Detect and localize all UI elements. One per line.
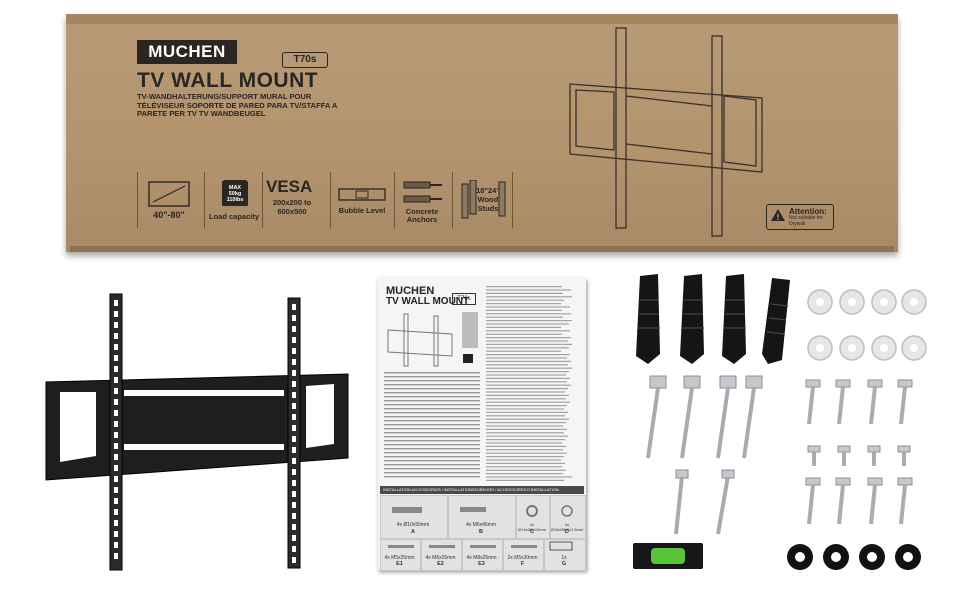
tv-size-icon — [148, 181, 190, 207]
feature-divider — [512, 172, 513, 228]
manual-model-tag: T70s — [452, 293, 476, 305]
box-subtitle: TV-WANDHALTERUNG/SUPPORT MURAL POUR TÉLÉ… — [137, 92, 338, 118]
manual-item-qty: 4x M6x45mm — [465, 522, 496, 528]
feature-divider — [330, 172, 331, 228]
manual-item-qty: 4x M5x25mm — [384, 555, 415, 561]
feature-divider — [262, 172, 263, 228]
manual-item-qty: 4x M8x25mm — [466, 555, 497, 561]
feature-divider — [394, 172, 395, 228]
bubble-level-label: Bubble Level — [338, 206, 386, 215]
manual-item-qty: 4x Ø14xØ6x10mm — [517, 522, 546, 532]
manual-item-key: F — [520, 561, 525, 567]
feature-divider — [452, 172, 453, 228]
washers — [807, 289, 927, 361]
manual-mount-diagram — [387, 313, 453, 367]
warning-icon: ! — [771, 209, 785, 222]
manual-item-cell — [380, 495, 448, 539]
manual-part-icons — [388, 505, 573, 551]
manual-item-cell — [544, 539, 586, 571]
manual-item-cell — [503, 539, 544, 571]
manual-item-qty: 1x — [561, 555, 567, 561]
box-brand-logo: MUCHEN — [137, 40, 237, 64]
wood-stud-icon — [498, 181, 506, 217]
manual-item-key: G — [561, 561, 567, 567]
long-bolts — [674, 469, 735, 535]
box-model-tag: T70s — [282, 52, 328, 68]
manual-accessories-header: INSTALLATION ACCESSORIES / INSTALLATIONS… — [383, 487, 559, 492]
manual-item-qty: 4x M6x25mm — [425, 555, 456, 561]
manual-item-cell — [380, 539, 421, 571]
manual-weight-icon — [463, 354, 473, 363]
screen-size-label: 40"-80" — [153, 210, 185, 220]
bubble-level-icon — [338, 188, 386, 201]
manual-title: TV WALL MOUNT — [386, 296, 470, 307]
attention-box — [766, 204, 834, 230]
bubble-level — [633, 543, 703, 569]
manual-item-key: E3 — [478, 561, 485, 567]
manual-item-cell — [462, 539, 503, 571]
manual-item-key: C — [530, 529, 534, 535]
box-top-edge — [66, 14, 898, 24]
wood-studs-label: 18"24" Wood Studs — [476, 186, 500, 213]
manual-item-cell — [550, 495, 586, 539]
manual-accessories-band: INSTALLATION ACCESSORIES / INSTALLATIONS… — [380, 486, 584, 494]
manual-item-cell — [448, 495, 516, 539]
box-mount-outline-icon — [569, 27, 763, 237]
wood-stud-icon — [461, 180, 477, 219]
attention-text: Not suitable for Drywall — [789, 215, 823, 227]
manual-item-key: D — [565, 529, 569, 535]
black-spacers — [787, 544, 921, 570]
manual-item-cell — [516, 495, 550, 539]
concrete-anchors — [636, 274, 790, 364]
bubble-level-vial — [651, 548, 685, 564]
manual-item-cell — [421, 539, 462, 571]
tv-mount-bracket — [45, 293, 349, 571]
svg-text:!: ! — [776, 213, 780, 222]
lag-bolts — [646, 375, 763, 459]
manual-size-table — [462, 312, 478, 348]
manual-item-qty: 4x Ø10x50mm — [396, 522, 430, 528]
box-title: TV WALL MOUNT — [137, 69, 319, 92]
manual-item-key: B — [479, 529, 483, 535]
manual-text-columns — [486, 286, 572, 481]
manual-text-lines — [384, 372, 480, 478]
manual-item-qty: 4x Ø15xØ6.7x1.5mm — [550, 522, 584, 532]
feature-divider — [204, 172, 205, 228]
concrete-anchors-label: Concrete Anchors — [405, 207, 439, 224]
concrete-anchors-icon — [403, 181, 442, 203]
manual-item-key: E1 — [396, 561, 403, 567]
vesa-values: 200x200 to 600x500 — [272, 198, 312, 216]
feature-divider — [137, 172, 138, 228]
machine-screws — [805, 379, 913, 525]
manual-brand-logo: MUCHEN — [386, 285, 435, 297]
box-bottom-edge — [70, 246, 894, 252]
vesa-title: VESA — [266, 177, 313, 196]
attention-title: Attention: — [789, 207, 827, 216]
load-capacity-label: Load capacity — [208, 212, 260, 221]
manual-item-key: E2 — [437, 561, 444, 567]
weight-badge: MAX 50kg 110lbs — [226, 185, 244, 203]
manual-item-key: A — [411, 529, 415, 535]
manual-item-qty: 2x M5x30mm — [507, 555, 538, 561]
weight-icon: MAX 50kg 110lbs — [222, 180, 248, 206]
